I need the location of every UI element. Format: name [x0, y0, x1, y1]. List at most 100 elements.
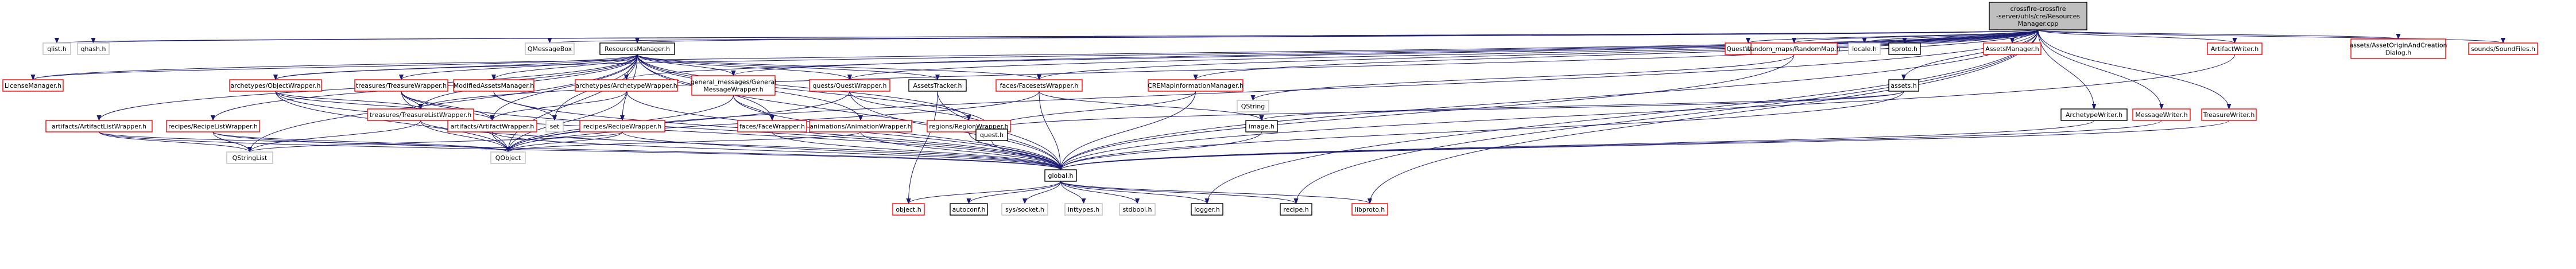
node-label: object.h [896, 206, 921, 213]
dependency-edge [275, 91, 495, 121]
node-label: set [550, 123, 560, 130]
dependency-edge [247, 54, 638, 153]
node-cremapinfo[interactable]: CREMapInformationManager.h [1148, 79, 1244, 92]
dependency-edge [2037, 29, 2164, 110]
node-label: libproto.h [1355, 206, 1385, 213]
dependency-edge [399, 54, 638, 80]
dependency-edge [991, 140, 1063, 170]
dependency-edge [1259, 91, 1904, 121]
node-label: QStringList [233, 154, 268, 162]
node-msgwriter[interactable]: MessageWriter.h [2132, 108, 2191, 121]
dependency-edge [637, 54, 994, 130]
node-qmessagebox: QMessageBox [525, 42, 575, 55]
node-qhash: qhash.h [77, 42, 110, 55]
dependency-edge [506, 131, 861, 153]
dependency-edge [275, 91, 510, 153]
node-license[interactable]: LicenseManager.h [2, 79, 64, 92]
node-facewrap[interactable]: faces/FaceWrapper.h [737, 120, 807, 132]
node-label: global.h [1048, 172, 1073, 180]
node-locale: locale.h [1848, 42, 1881, 55]
node-label: QObject [495, 154, 521, 162]
node-label: stdbool.h [1123, 206, 1152, 213]
dependency-edge [273, 54, 638, 80]
node-assets[interactable]: assets.h [1888, 79, 1919, 92]
node-label: sys/socket.h [1005, 206, 1044, 213]
node-label: inttypes.h [1068, 206, 1099, 213]
node-archwrap[interactable]: archetypes/ArchetypeWrapper.h [575, 79, 678, 92]
dependency-edge [1901, 29, 2039, 80]
node-soundfiles[interactable]: sounds/SoundFiles.h [2468, 42, 2538, 55]
node-treasurewriter[interactable]: TreasureWriter.h [2201, 108, 2257, 121]
node-label: autoconf.h [952, 206, 985, 213]
node-assetstracker[interactable]: AssetsTracker.h [908, 79, 967, 92]
node-label: faces/FacesetsWrapper.h [1000, 82, 1079, 89]
node-logger[interactable]: logger.h [1191, 203, 1223, 216]
node-objwrap[interactable]: archetypes/ObjectWrapper.h [229, 79, 322, 92]
node-assetsmgr[interactable]: AssetsManager.h [1983, 42, 2042, 55]
node-label: regions/RegionWrapper.h [929, 123, 1008, 130]
node-label: QMessageBox [528, 45, 572, 53]
node-facesetswrap[interactable]: faces/FacesetsWrapper.h [995, 79, 1083, 92]
node-archwriter[interactable]: ArchetypeWriter.h [2060, 108, 2128, 121]
node-label: AssetsManager.h [1985, 45, 2039, 53]
dependency-edge [1060, 181, 1372, 204]
node-animwrap[interactable]: animations/AnimationWrapper.h [809, 120, 912, 132]
dependency-edge [30, 54, 638, 80]
node-label: archetypes/ArchetypeWrapper.h [575, 82, 677, 89]
node-treasures[interactable]: treasures/TreasureListWrapper.h [367, 108, 474, 121]
dependency-edge [420, 120, 510, 153]
node-label: ResourcesManager.h [605, 45, 670, 53]
node-label: image.h [1249, 123, 1275, 130]
dependency-edge [247, 131, 623, 153]
dependency-edge [506, 91, 627, 153]
node-sproto[interactable]: sproto.h [1888, 42, 1921, 55]
node-inttypes: inttypes.h [1064, 203, 1103, 216]
dependency-edge [1058, 29, 2039, 170]
dependency-edge [212, 131, 1063, 170]
node-label: random_maps/RandomMap.h [1748, 45, 1840, 53]
node-label: assets/AssetOriginAndCreation [2349, 42, 2447, 49]
node-recipelist[interactable]: recipes/RecipeListWrapper.h [166, 120, 260, 132]
node-artifactwrap[interactable]: artifacts/ArtifactWrapper.h [447, 120, 537, 132]
node-label: artifacts/ArtifactListWrapper.h [52, 123, 146, 130]
node-randommaps[interactable]: random_maps/RandomMap.h [1748, 42, 1841, 55]
node-label: crossfire-crossfire [2011, 5, 2066, 13]
dependency-edge [506, 91, 850, 153]
node-objecth[interactable]: object.h [892, 203, 925, 216]
dependency-edge [969, 131, 1063, 170]
node-recipewrap[interactable]: recipes/RecipeWrapper.h [579, 120, 665, 132]
dependency-edge [1250, 54, 1795, 101]
node-artifactlist[interactable]: artifacts/ArtifactListWrapper.h [45, 120, 153, 132]
dependency-edge [989, 91, 1904, 130]
node-qobject: QObject [490, 151, 526, 164]
node-questh[interactable]: quest.h [975, 128, 1008, 141]
dependency-edge [906, 181, 1061, 204]
dependency-edge [99, 131, 252, 153]
node-resman[interactable]: ResourcesManager.h [599, 42, 675, 55]
node-questwrap[interactable]: quests/QuestWrapper.h [809, 79, 890, 92]
dependency-edge [1039, 91, 1063, 170]
dependency-edge [1060, 181, 1140, 204]
node-treasurewrap[interactable]: treasures/TreasureWrapper.h [354, 79, 448, 92]
dependency-edge [637, 54, 736, 76]
node-autoconf[interactable]: autoconf.h [950, 203, 988, 216]
node-recipe[interactable]: recipe.h [1280, 203, 1312, 216]
dependency-edge [247, 120, 421, 153]
node-label: ArtifactWriter.h [2211, 45, 2259, 53]
node-label: artifacts/ArtifactWrapper.h [451, 123, 534, 130]
dependency-edge [1060, 181, 1086, 204]
dependency-edge [624, 29, 2039, 80]
node-libproto[interactable]: libproto.h [1351, 203, 1388, 216]
node-global[interactable]: global.h [1044, 169, 1077, 182]
node-modassets[interactable]: ModifiedAssetsManager.h [453, 79, 534, 92]
dependency-edge [490, 54, 638, 121]
node-artifactwriter[interactable]: ArtifactWriter.h [2207, 42, 2263, 55]
node-label: sproto.h [1892, 45, 1918, 53]
dependency-edge [1060, 181, 1299, 204]
node-image[interactable]: image.h [1245, 120, 1278, 132]
dependency-edge [506, 131, 623, 153]
dependency-edge [2037, 29, 2232, 110]
dependency-edge [1204, 29, 2039, 204]
